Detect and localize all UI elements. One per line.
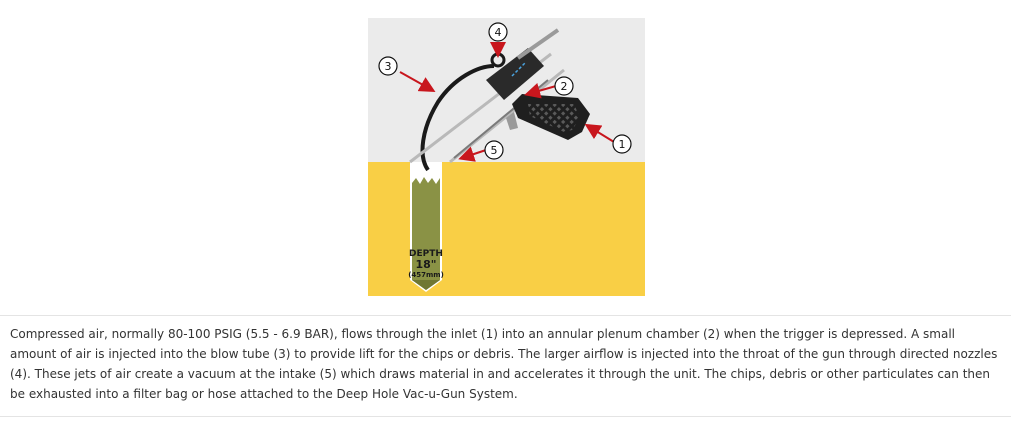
arrow-3 bbox=[399, 71, 436, 92]
callout-5: 5 bbox=[484, 140, 504, 160]
callout-1: 1 bbox=[612, 134, 632, 154]
diagram-canvas: DEPTH 18" (457mm) 1 2 bbox=[368, 18, 645, 296]
arrow-2 bbox=[524, 83, 557, 99]
callout-4-number: 4 bbox=[495, 26, 502, 39]
airflow-indicator bbox=[511, 61, 527, 77]
callout-5-number: 5 bbox=[491, 144, 498, 157]
callout-3: 3 bbox=[378, 56, 398, 76]
trigger bbox=[506, 112, 518, 130]
callout-3-number: 3 bbox=[385, 60, 392, 73]
arrow-5 bbox=[458, 146, 487, 162]
depth-value: 18" bbox=[415, 258, 436, 271]
hole-material bbox=[412, 177, 440, 290]
nozzle-ring bbox=[490, 52, 506, 68]
gun-barrel bbox=[516, 28, 560, 60]
blow-tube-hose bbox=[420, 64, 495, 172]
gun-head bbox=[486, 48, 544, 100]
callout-2: 2 bbox=[554, 76, 574, 96]
grip-texture bbox=[528, 104, 580, 132]
arrow-1 bbox=[584, 123, 615, 143]
diagram-caption: Compressed air, normally 80-100 PSIG (5.… bbox=[10, 327, 998, 401]
depth-metric: (457mm) bbox=[408, 271, 444, 279]
callout-2-number: 2 bbox=[561, 80, 568, 93]
callout-4: 4 bbox=[488, 22, 508, 42]
callout-1-number: 1 bbox=[619, 138, 626, 151]
vac-u-gun-diagram: DEPTH 18" (457mm) 1 2 bbox=[368, 18, 645, 296]
caption-panel: Compressed air, normally 80-100 PSIG (5.… bbox=[0, 315, 1011, 417]
hole-bottom-arrow bbox=[412, 280, 440, 290]
depth-label: DEPTH bbox=[409, 249, 443, 259]
